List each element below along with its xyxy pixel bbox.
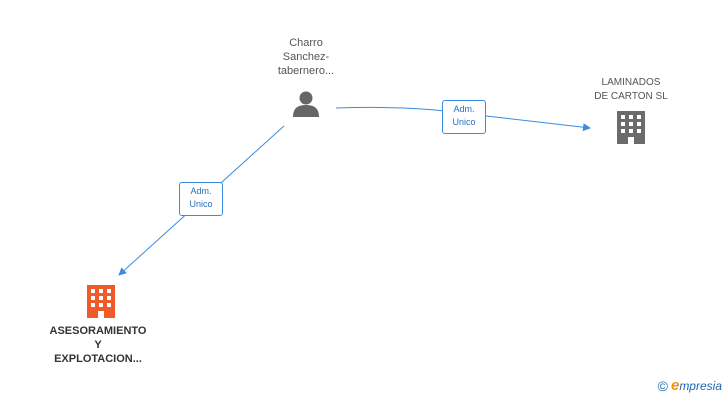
node-label-laminados[interactable]: LAMINADOS DE CARTON SL: [594, 77, 668, 102]
edge-label-person-to-laminados[interactable]: Adm. Unico: [442, 100, 486, 134]
edge-label-person-to-asesoramiento[interactable]: Adm. Unico: [179, 182, 223, 216]
empresia-watermark: © empresia: [658, 377, 722, 394]
person-icon[interactable]: [293, 91, 319, 118]
building-icon-highlighted[interactable]: [87, 285, 115, 318]
node-label-asesoramiento[interactable]: ASESORAMIENTO Y EXPLOTACION...: [49, 325, 147, 365]
node-label-person[interactable]: Charro Sanchez- tabernero...: [277, 37, 335, 77]
empresia-logo: empresia: [670, 377, 722, 394]
building-icon[interactable]: [617, 111, 645, 144]
copyright-symbol: ©: [657, 377, 668, 394]
